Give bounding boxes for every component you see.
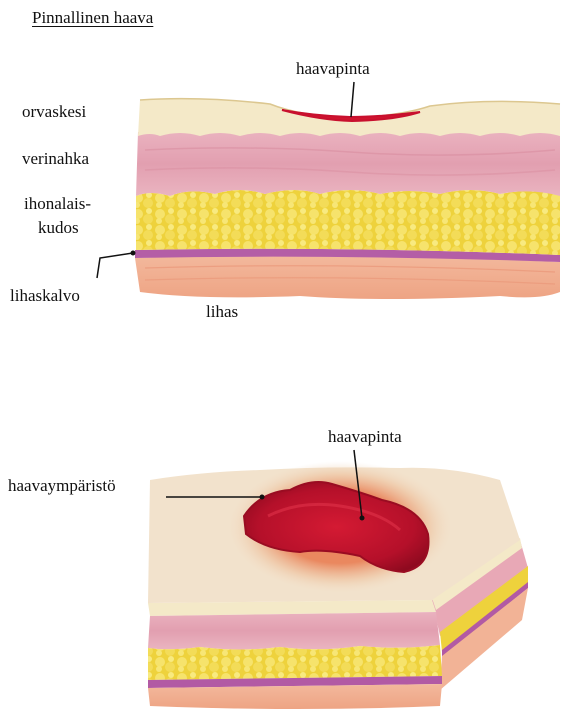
- label-subcutis-line2: kudos: [38, 219, 79, 236]
- label-wound-surroundings: haavaympäristö: [8, 477, 116, 494]
- block-front-muscle: [148, 684, 442, 709]
- block-front-fat: [148, 645, 442, 680]
- skin-block: [148, 461, 528, 709]
- label-epidermis: orvaskesi: [22, 103, 86, 120]
- label-dermis: verinahka: [22, 150, 89, 167]
- leader-lihaskalvo: [97, 253, 133, 278]
- leader-haavapinta-top: [351, 82, 354, 117]
- fat-layer: [136, 190, 560, 255]
- label-wound-surface-bottom: haavapinta: [328, 428, 402, 445]
- label-subcutis-line1: ihonalais-: [24, 195, 91, 212]
- muscle-layer: [135, 256, 560, 299]
- label-muscle: lihas: [206, 303, 238, 320]
- label-wound-surface-top: haavapinta: [296, 60, 370, 77]
- label-fascia: lihaskalvo: [10, 287, 80, 304]
- block-front-dermis: [148, 612, 440, 650]
- dermis-layer: [136, 132, 560, 196]
- skin-cross-section: [135, 99, 560, 299]
- diagram-title: Pinnallinen haava: [32, 9, 153, 26]
